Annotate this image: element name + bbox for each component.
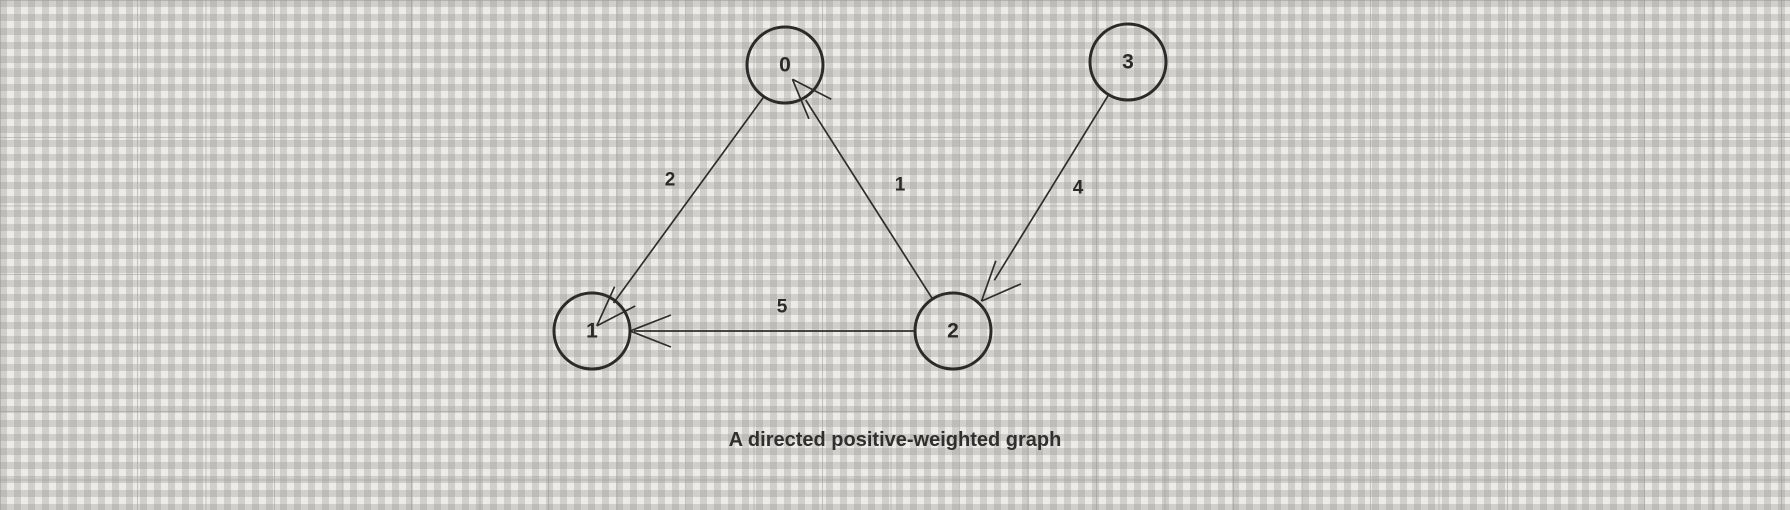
node-1[interactable]: 1 — [552, 291, 632, 371]
figure-caption: A directed positive-weighted graph — [729, 429, 1062, 451]
edge-2-to-1: 5 — [629, 297, 915, 348]
edge-0-to-1: 2 — [596, 96, 765, 327]
node-0[interactable]: 0 — [745, 25, 825, 105]
node-2-circle[interactable] — [913, 291, 993, 371]
node-3-circle[interactable] — [1088, 22, 1168, 102]
edge-2-to-1-arrowhead — [629, 314, 672, 348]
edge-0-to-1-arrowhead — [596, 286, 636, 327]
edge-3-to-2: 4 — [980, 94, 1110, 302]
node-1-label: 1 — [586, 320, 598, 343]
edge-2-to-0-line — [804, 99, 934, 300]
edge-3-to-2-arrowhead — [980, 260, 1022, 302]
edge-3-to-2-weight: 4 — [1073, 178, 1084, 199]
edge-0-to-1-weight: 2 — [665, 170, 676, 191]
edge-0-to-1-line — [612, 96, 765, 304]
node-2[interactable]: 2 — [913, 291, 993, 371]
edge-2-to-0-weight: 1 — [895, 175, 906, 196]
node-0-label: 0 — [779, 54, 791, 77]
edge-2-to-1-weight: 5 — [777, 297, 788, 318]
node-3-label: 3 — [1122, 51, 1134, 74]
edge-2-to-0-arrowhead — [791, 78, 832, 120]
edge-3-to-2-line — [993, 94, 1110, 281]
node-1-circle[interactable] — [552, 291, 632, 371]
node-0-circle[interactable] — [745, 25, 825, 105]
node-2-label: 2 — [947, 320, 959, 343]
node-3[interactable]: 3 — [1088, 22, 1168, 102]
edge-2-to-0: 1 — [791, 78, 934, 300]
